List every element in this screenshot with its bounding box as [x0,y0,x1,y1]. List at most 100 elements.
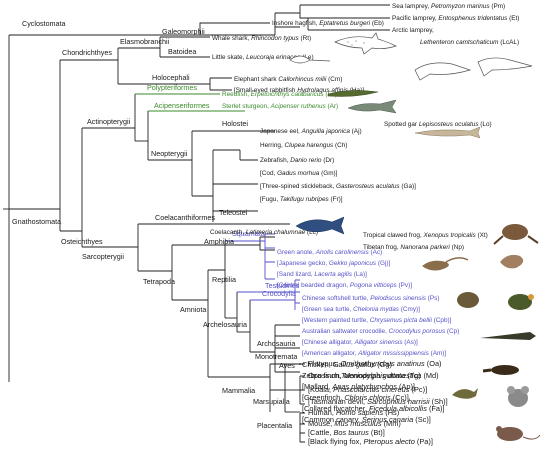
amphibia-split [259,236,275,251]
species-label: Reedfish, Erpetoichthys calabaricus (Ec) [222,91,337,98]
clade-osteichthyes: Osteichthyes [61,237,103,246]
species-label: Tibetan frog, Nanorana parkeri (Np) [363,244,464,251]
koala-illustration [507,386,529,407]
species-label: Whale shark, Rhincodon typus (Rt) [212,35,311,42]
species-label: Australian saltwater crocodile, Crocodyl… [302,328,459,335]
species-label: [Three-spined stickleback, Gasterosteus … [260,183,416,190]
sterlet-illustration [347,99,397,114]
species-label: [Sand lizard, Lacerta agilis (La)] [277,271,367,278]
pacific-arctic [307,17,390,31]
lizard-illustration [422,254,524,271]
species-label: Japanese eel, Anguilla japonica (Aj) [260,128,362,135]
clade-elasmobranchii: Elasmobranchii [120,37,170,46]
clade-squamata: Squamata [232,229,265,238]
species-label: [Chinese alligator, Alligator sinensis (… [302,339,418,346]
species-label: Little skate, Leucoraja erinacea (Le) [212,54,314,61]
clade-neopterygii: Neopterygii [151,149,188,158]
placentalia-split [299,412,305,443]
clade-labels: Cyclostomata Gnathostomata Chondrichthye… [12,19,300,430]
species-label: Chinese softshell turtle, Pelodiscus sin… [302,295,439,302]
organism-silhouettes [289,32,541,441]
species-label: [Black flying fox, Pteropus alecto (Pa)] [308,437,433,446]
species-label: Spotted gar Lepisosteus oculatus (Lo) [384,121,492,128]
species-label: [Koala, Phascolarctos cinereus (Pc)] [308,385,427,394]
mammal-species-labels: Platypus, Ornithorhynchus anatinus (Oa)O… [308,359,448,446]
species-labels-large: Chicken, Gallus gallus (Gg) Zebra finch,… [302,360,445,424]
spotted-gar-illustration [414,126,481,139]
chimaera-illustration [414,57,533,81]
species-label: Human, Homo sapiens (Hs) [308,408,399,417]
clade-cyclostomata: Cyclostomata [22,19,66,28]
aves-split [274,324,300,373]
marsupialia-split [299,375,305,405]
species-label: [Western painted turtle, Chrysemus picta… [302,317,452,324]
species-label: Sea lamprey, Petromyzon marinus (Pm) [392,3,505,10]
platypus-illustration [482,365,519,375]
clade-chondrichthyes: Chondrichthyes [62,48,112,57]
species-label: [Common canary, Serinus canaria (Sc)] [302,415,431,424]
clade-aves: Aves [279,361,295,370]
bird-illustration [452,388,478,399]
clade-teleostei: Teleostei [219,208,248,217]
clade-marsupialia: Marsupialia [253,397,290,406]
clade-monotremata: Monotremata [255,352,297,361]
species-label: Elephant shark Callorhincus milii (Cm) [234,76,342,83]
species-label: [American alligator, Alligator mississip… [302,350,446,357]
coelacanth-illustration [295,216,345,235]
clade-crocodylia: Crocodylia [262,289,296,298]
species-label: Coelacanth, Latimeria chalumnae (Lc) [210,229,318,236]
species-labels: Sea lamprey, Petromyzon marinus (Pm) Pac… [210,3,519,357]
reedfish-illustration [327,90,379,97]
clade-mammalia: Mammalia [222,386,255,395]
clade-actinopterygii: Actinopterygii [87,117,131,126]
holocephali-split [209,77,232,91]
clade-gnathostomata: Gnathostomata [12,217,61,226]
species-label: Inshore hagfish, Eptatretus burgeri (Eb) [272,20,384,27]
clade-galeomorphii: Galeomorphii [162,27,205,36]
species-label: Sterlet sturgeon, Acipenser ruthenus (Ar… [222,103,338,110]
clade-archelosauria: Archelosauria [203,320,247,329]
species-label: Opossum, Monodelphis domestica (Md) [308,371,439,380]
clade-polypteriformes: Polypteriformes [147,83,197,92]
clade-tetrapoda: Tetrapoda [143,277,175,286]
squamata-split [264,233,275,280]
species-label: Herring, Clupea harengus (Ch) [260,142,347,149]
clade-testudines: Testudines [265,281,300,290]
crocodile-illustration [480,332,536,340]
teleostei-split [212,149,240,222]
clade-amphibia: Amphibia [204,237,234,246]
lamprey-pair [299,4,390,19]
species-label: [Central bearded dragon, Pogona vitticep… [277,282,412,289]
species-label: Lethenteron camtschaticum (LcAL) [420,39,519,46]
monotremata-split [299,363,305,365]
little-skate-illustration [289,55,331,64]
species-label: Green anole, Anolis carolinensis (Ac) [277,249,382,256]
clade-placentalia: Placentalia [257,421,292,430]
teleost-inner [213,150,258,212]
clade-sarcopterygii: Sarcopterygii [82,252,124,261]
clade-batoidea: Batoidea [168,47,196,56]
clade-coelacanthiformes: Coelacanthiformes [155,213,215,222]
therian-split [270,364,286,412]
clade-holocephali: Holocephali [152,73,190,82]
species-label: Mouse, Mus musculus (Mm) [308,419,401,428]
species-label: Tropical clawed frog, Xenopus tropicalis… [363,232,488,239]
species-label: [Cattle, Bos taurus (Bt)] [308,428,385,437]
frog-illustration [493,224,539,245]
species-label: [Greenfinch, Chloris chloris (Cc)] [302,393,409,402]
turtle-illustration [457,292,534,310]
species-label: [Mallard, Anas platyrhynchos (Ap)] [302,382,415,391]
species-label: [Tasmanian devil, Sarcophilus harrisii (… [308,397,448,406]
species-label: Zebrafish, Danio rerio (Dr) [260,157,334,164]
species-label: Zebra finch,Taeniopygia guttata (Tg) [302,371,421,380]
species-label: Pacific lamprey, Entosphenus tridentatus… [392,15,519,22]
species-label: Arctic lamprey, [392,27,434,34]
tree-branches [3,4,390,443]
clade-reptilia: Reptilia [212,275,236,284]
clade-amniota: Amniota [180,305,206,314]
cyclo-to-hagfish [199,22,270,35]
species-label: [Green sea turtle, Chelonia mydas (Cmy)] [302,306,420,313]
clade-archosauria: Archosauria [257,339,295,348]
clade-acipenseriformes: Acipenseriformes [154,101,210,110]
